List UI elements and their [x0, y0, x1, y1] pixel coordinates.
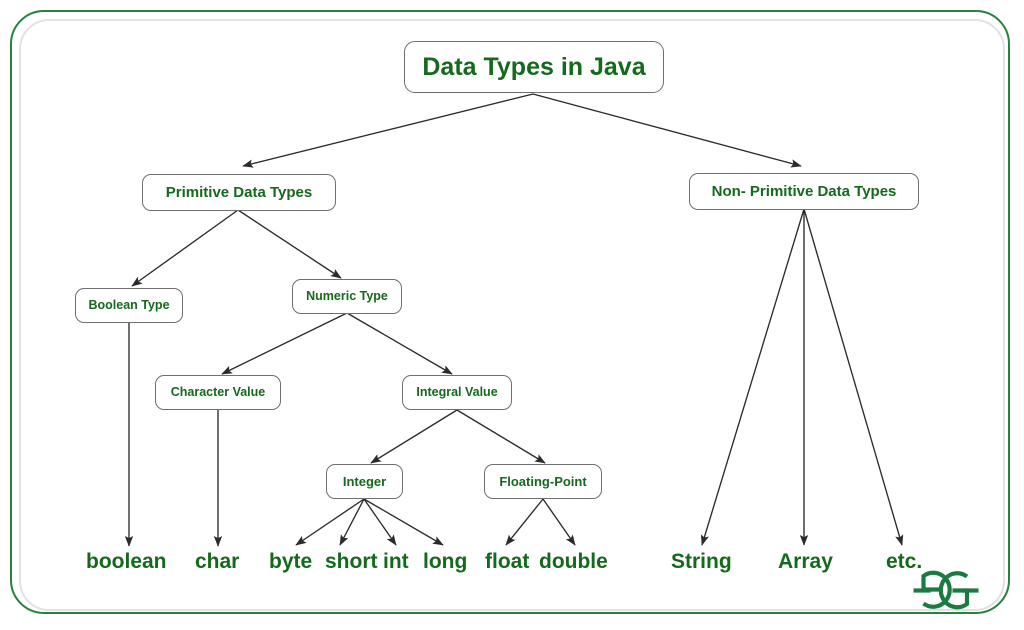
edge-primitive-numeric-type — [237, 209, 342, 279]
leaf-boolean[interactable]: boolean — [86, 550, 167, 573]
edge-integer-short — [339, 498, 365, 546]
node-root-data-types-in-java[interactable]: Data Types in Java — [404, 41, 664, 93]
leaf-char[interactable]: char — [195, 550, 240, 573]
leaf-string[interactable]: String — [671, 550, 732, 573]
edge-floating-float — [505, 498, 544, 546]
geeksforgeeks-logo-icon — [913, 570, 979, 610]
node-floating-point[interactable]: Floating-Point — [484, 464, 602, 499]
leaf-byte[interactable]: byte — [269, 550, 313, 573]
edge-nonprimitive-string — [700, 208, 805, 546]
node-boolean-type[interactable]: Boolean Type — [75, 288, 183, 323]
node-non-primitive-data-types[interactable]: Non- Primitive Data Types — [689, 173, 919, 210]
leaf-long[interactable]: long — [423, 550, 468, 573]
edge-primitive-boolean-type — [131, 209, 239, 287]
node-primitive-data-types[interactable]: Primitive Data Types — [142, 174, 336, 211]
leaf-float[interactable]: float — [485, 550, 530, 573]
edge-integer-byte — [295, 498, 365, 546]
edge-numeric-character-value — [221, 312, 348, 375]
edge-root-nonprimitive — [532, 93, 802, 168]
edge-integer-long — [363, 498, 444, 546]
edge-integer-int — [363, 498, 397, 546]
leaf-etc[interactable]: etc. — [886, 550, 923, 573]
leaf-int[interactable]: int — [383, 550, 409, 573]
node-integer[interactable]: Integer — [326, 464, 403, 499]
edge-nonprimitive-etc — [803, 208, 904, 546]
leaf-array[interactable]: Array — [778, 550, 833, 573]
edge-integral-floating — [456, 409, 546, 464]
edge-numeric-integral-value — [346, 312, 453, 375]
edge-floating-double — [542, 498, 576, 546]
leaf-double[interactable]: double — [539, 550, 608, 573]
leaf-short[interactable]: short — [325, 550, 378, 573]
node-character-value[interactable]: Character Value — [155, 375, 281, 410]
edge-root-primitive — [242, 93, 534, 168]
edge-integral-integer — [370, 409, 458, 464]
node-integral-value[interactable]: Integral Value — [402, 375, 512, 410]
node-numeric-type[interactable]: Numeric Type — [292, 279, 402, 314]
